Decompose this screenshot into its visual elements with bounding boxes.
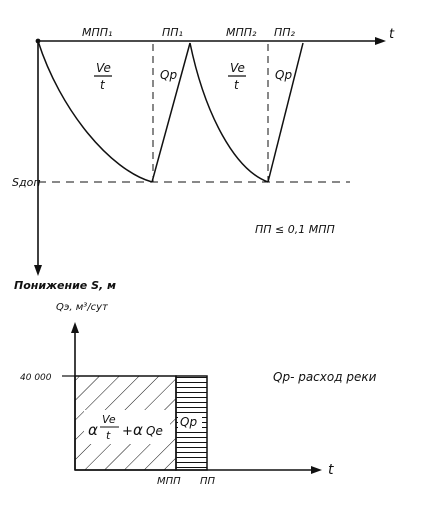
recovery-line-1 [151, 42, 191, 183]
qp-label-1: Qp [160, 68, 177, 82]
fraction2-denominator: t [234, 78, 240, 92]
y-tick-40000: 40 000 [20, 373, 52, 383]
drawdown-axis-label: Понижение S, м [14, 279, 116, 292]
qp-backdrop [178, 414, 202, 430]
drawdown-curve-2 [189, 42, 269, 183]
s-allowed-label: Sдоп [12, 176, 41, 189]
formula-denominator: t [106, 429, 111, 442]
discharge-chart: α Ve t + α Qe Qp Qэ, м³/сут 40 000 МПП П… [20, 302, 377, 487]
qp-label-2: Qp [275, 68, 292, 82]
drawdown-axis-arrow-icon [34, 265, 42, 276]
label-t-top: t [389, 27, 395, 42]
drawdown-chart: МПП₁ ПП₁ МПП₂ ПП₂ t Ve t Qp Ve t Qp Sдоп… [12, 26, 395, 292]
fraction2-numerator: Ve [230, 61, 245, 75]
discharge-axis-arrow-icon [71, 322, 79, 333]
formula-plus: + [122, 424, 133, 439]
label-mpp2: МПП₂ [226, 26, 257, 39]
label-mpp1: МПП₁ [82, 26, 112, 39]
label-pp-bottom: ПП [200, 476, 216, 487]
label-mpp-bottom: МПП [157, 476, 181, 487]
time-axis-arrow-icon [375, 37, 386, 45]
time-axis-bottom-arrow-icon [311, 466, 322, 474]
legend-qp: Qp- расход реки [273, 370, 377, 384]
formula-qe: Qe [146, 424, 163, 438]
recovery-line-2 [267, 42, 304, 183]
qp-label-bottom: Qp [180, 415, 197, 429]
drawdown-curve-1 [37, 40, 153, 183]
formula-alpha-1: α [88, 421, 98, 439]
label-pp1: ПП₁ [162, 26, 183, 39]
discharge-axis-label: Qэ, м³/сут [56, 302, 109, 313]
condition-label: ПП ≤ 0,1 МПП [255, 223, 335, 236]
fraction1-denominator: t [100, 78, 106, 92]
formula-alpha-2: α [133, 421, 143, 439]
formula-backdrop [84, 410, 170, 444]
label-t-bottom: t [328, 462, 334, 478]
label-pp2: ПП₂ [274, 26, 296, 39]
formula-numerator: Ve [102, 413, 116, 426]
fraction1-numerator: Ve [96, 61, 111, 75]
